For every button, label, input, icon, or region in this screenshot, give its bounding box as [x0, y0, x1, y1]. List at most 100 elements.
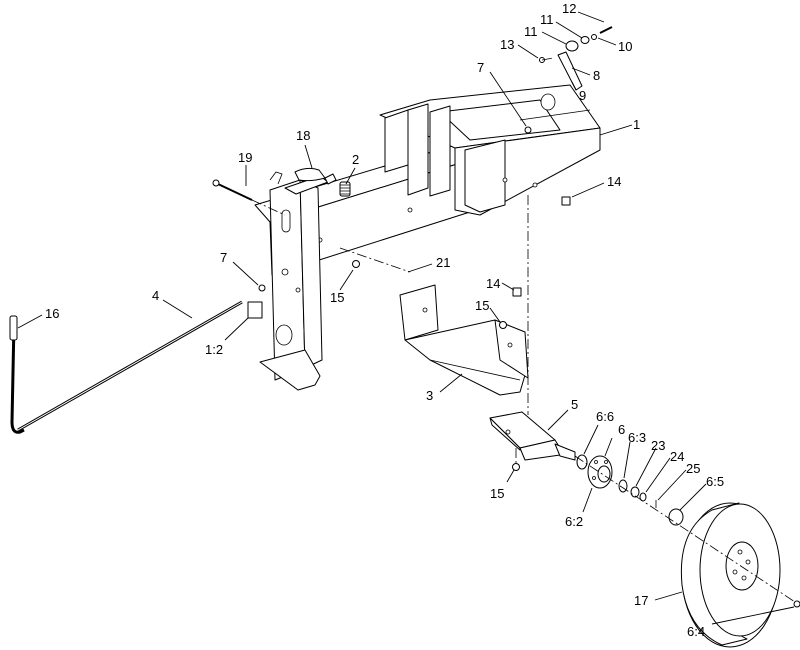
leader-15c	[506, 469, 515, 483]
hub-center	[597, 465, 611, 483]
lug-hole	[732, 569, 738, 575]
callout-1-2: 1:2	[205, 342, 223, 357]
leader-6	[604, 437, 613, 457]
leader-14b	[501, 282, 515, 291]
handle-16	[10, 321, 25, 434]
mount-post	[247, 171, 323, 391]
frame-hole	[502, 177, 508, 183]
callout-15-mid: 15	[475, 298, 489, 313]
leader-24	[645, 457, 671, 493]
bolt-19-head	[212, 179, 220, 187]
handle-grip	[9, 315, 18, 341]
centerline	[339, 247, 411, 273]
frame-hole	[407, 207, 413, 213]
callout-8: 8	[593, 68, 600, 83]
frame-plate-c	[429, 105, 451, 197]
post-tab	[269, 171, 283, 185]
lug-hole	[737, 549, 743, 555]
leader-15a	[339, 269, 354, 291]
hardware	[212, 26, 800, 608]
leader-6-6	[583, 424, 599, 455]
callout-2: 2	[352, 152, 359, 167]
nut-7-left	[258, 284, 266, 292]
leader-6-4	[711, 606, 795, 625]
callout-6-6: 6:6	[596, 409, 614, 424]
leader-23	[635, 447, 657, 487]
seal-6-6	[576, 454, 588, 470]
washer-11b	[580, 36, 590, 44]
leader-lines	[17, 11, 795, 625]
leader-1-2	[224, 317, 249, 341]
callout-21: 21	[436, 255, 450, 270]
callout-24: 24	[670, 449, 684, 464]
axle-hole	[505, 429, 511, 435]
callout-18: 18	[296, 128, 310, 143]
leader-1	[599, 124, 633, 136]
spindle	[554, 443, 576, 461]
leader-17	[654, 591, 683, 601]
leader-6-5	[679, 483, 707, 511]
nut-15-upper	[352, 260, 360, 268]
lug-hole	[745, 559, 751, 565]
washer-11a	[565, 40, 579, 52]
callout-14-upper: 14	[607, 174, 621, 189]
latch-handle	[294, 167, 326, 182]
lug-nut-6-4	[793, 600, 800, 608]
callout-17: 17	[634, 593, 648, 608]
bracket-plate-left	[399, 284, 439, 341]
callout-labels: 1 2 3 4 5 6 7 7 8 9 10 11 11 12 13 14 14…	[45, 1, 724, 639]
nut-15-mid	[499, 321, 507, 329]
assembly-centerlines	[251, 57, 796, 603]
axle-bracket	[399, 284, 529, 396]
leader-16	[17, 314, 43, 329]
post-slot	[281, 209, 291, 233]
callout-16: 16	[45, 306, 59, 321]
leader-21	[407, 263, 433, 273]
spring-coils	[340, 184, 350, 195]
callout-7-left: 7	[220, 250, 227, 265]
latch-assembly	[284, 167, 351, 197]
leader-2	[345, 167, 356, 185]
hub-stud	[592, 476, 596, 480]
callout-5: 5	[571, 397, 578, 412]
centerline	[541, 57, 554, 61]
bracket-hole	[507, 342, 513, 348]
leader-11a	[541, 31, 567, 45]
leader-7a	[232, 261, 259, 286]
leader-10	[597, 37, 617, 46]
leader-9	[571, 81, 577, 91]
bolt-12	[599, 26, 613, 34]
leader-6-2	[582, 487, 593, 513]
callout-23: 23	[651, 438, 665, 453]
leader-25	[657, 469, 687, 501]
centerline	[251, 199, 286, 216]
axle-spindle	[489, 411, 576, 461]
callout-25: 25	[686, 461, 700, 476]
callout-9: 9	[579, 88, 586, 103]
bracket-hole	[422, 307, 428, 313]
spring	[339, 181, 351, 197]
centerline	[574, 455, 796, 603]
main-frame	[254, 84, 601, 276]
post-base	[259, 349, 321, 391]
callout-13: 13	[500, 37, 514, 52]
post-hole	[295, 287, 301, 293]
lug-hole	[741, 575, 747, 581]
pad-1-2	[247, 301, 263, 319]
leader-18	[304, 144, 313, 169]
frame-edge	[519, 109, 591, 121]
nut-7-upper	[524, 126, 532, 134]
post-hole	[281, 268, 289, 276]
axle-tube-side	[489, 417, 521, 451]
link-8	[557, 51, 583, 91]
callout-15-upper: 15	[330, 290, 344, 305]
leader-15b	[489, 307, 501, 323]
callout-4: 4	[152, 288, 159, 303]
callout-6-2: 6:2	[565, 514, 583, 529]
callout-10: 10	[618, 39, 632, 54]
leader-8	[571, 67, 591, 76]
callout-3: 3	[426, 388, 433, 403]
callout-19: 19	[238, 150, 252, 165]
